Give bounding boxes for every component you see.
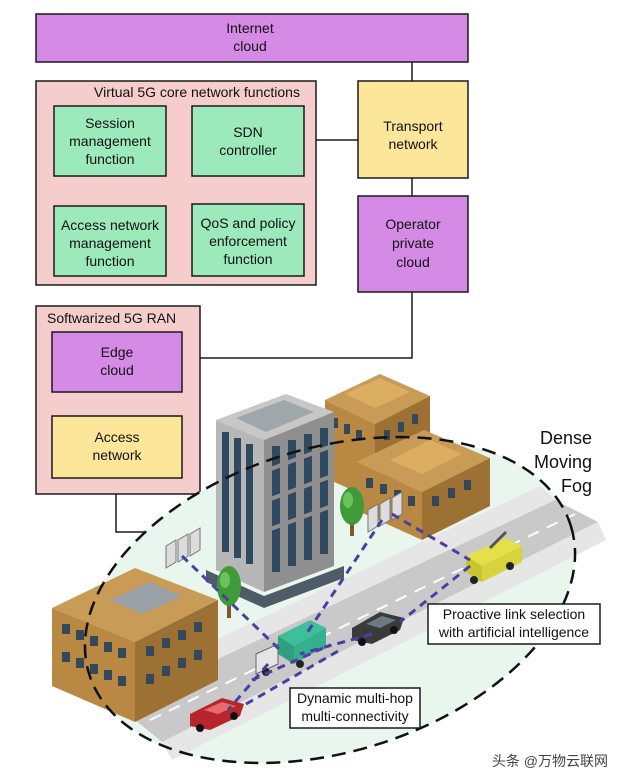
access-network-management-label-1: Access network [61,217,160,233]
fog-label-1: Dense [540,428,592,448]
multihop-callout-2: multi-connectivity [301,708,408,724]
transport-network-box: Transport network [357,80,469,179]
edge-cloud-label-1: Edge [101,344,134,360]
internet-cloud-label-2: cloud [233,38,266,54]
watermark: 头条 @万物云联网 [492,753,608,769]
qos-policy-label-2: enforcement [209,233,287,249]
proactive-callout-1: Proactive link selection [443,606,585,622]
proactive-callout-2: with artificial intelligence [438,624,589,640]
sdn-controller-label-1: SDN [233,124,263,140]
access-network-management-box: Access network management function [53,205,167,277]
fog-label-3: Fog [561,476,592,496]
proactive-callout: Proactive link selection with artificial… [427,603,601,645]
session-management-label-1: Session [85,115,135,131]
wireless-links [180,512,471,711]
building-icon [206,394,344,608]
fog-label-2: Moving [534,452,592,472]
city-scene [52,374,606,765]
fog-label: Dense Moving Fog [534,428,592,496]
virtual-core-title: Virtual 5G core network functions [94,84,300,100]
operator-private-cloud-label-3: cloud [396,254,429,270]
transport-network-label-2: network [388,136,438,152]
operator-private-cloud-label-2: private [392,235,434,251]
qos-policy-label-3: function [223,251,272,267]
edge-cloud-label-2: cloud [100,362,133,378]
session-management-box: Session management function [53,105,167,177]
tree-icon [340,487,364,536]
qos-policy-box: QoS and policy enforcement function [191,203,305,277]
session-management-label-2: management [69,133,151,149]
edge-cloud-box: Edge cloud [51,331,183,393]
multihop-callout-1: Dynamic multi-hop [297,690,413,706]
session-management-label-3: function [85,151,134,167]
truck-icon [466,530,522,584]
access-network-label-1: Access [94,429,139,445]
access-network-management-label-2: management [69,235,151,251]
multihop-callout: Dynamic multi-hop multi-connectivity [289,687,421,729]
internet-cloud-box: Internet cloud [35,13,469,63]
sdn-controller-label-2: controller [219,142,277,158]
building-icon [52,568,218,722]
internet-cloud-label-1: Internet [226,20,274,36]
antenna-icon [367,491,403,533]
transport-network-label-1: Transport [383,118,443,134]
fog-boundary [83,435,577,765]
access-network-box: Access network [51,415,183,479]
operator-private-cloud-label-1: Operator [385,216,441,232]
sdn-controller-box: SDN controller [191,105,305,177]
access-network-label-2: network [92,447,142,463]
qos-policy-label-1: QoS and policy [201,215,296,231]
antenna-icon [165,527,201,569]
access-network-management-label-3: function [85,253,134,269]
operator-private-cloud-box: Operator private cloud [357,195,469,293]
softwarized-ran-title: Softwarized 5G RAN [47,310,176,326]
